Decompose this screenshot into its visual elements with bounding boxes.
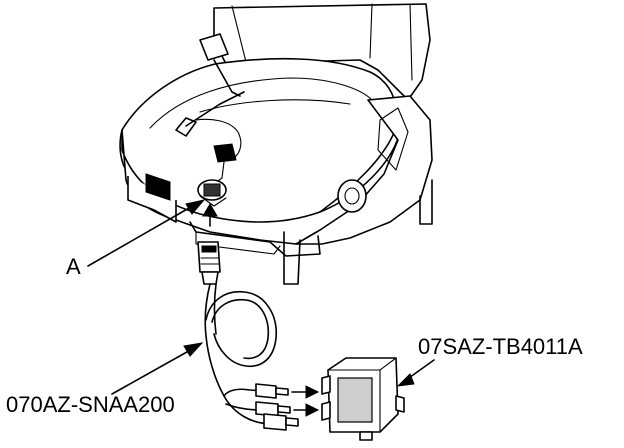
banana-plugs (255, 383, 320, 431)
connector-a-icon (197, 179, 227, 207)
label-a: A (66, 254, 81, 279)
coiled-cable-icon (111, 283, 279, 425)
test-box-icon (321, 357, 435, 441)
insert-arrowhead (202, 203, 218, 217)
leader-arrow-icon (87, 199, 206, 267)
cable-part-number: 070AZ-SNAA200 (6, 392, 175, 417)
seat-drawing (119, 3, 433, 285)
harness-connector-icon (197, 241, 221, 285)
box-part-number: 07SAZ-TB4011A (418, 334, 583, 359)
